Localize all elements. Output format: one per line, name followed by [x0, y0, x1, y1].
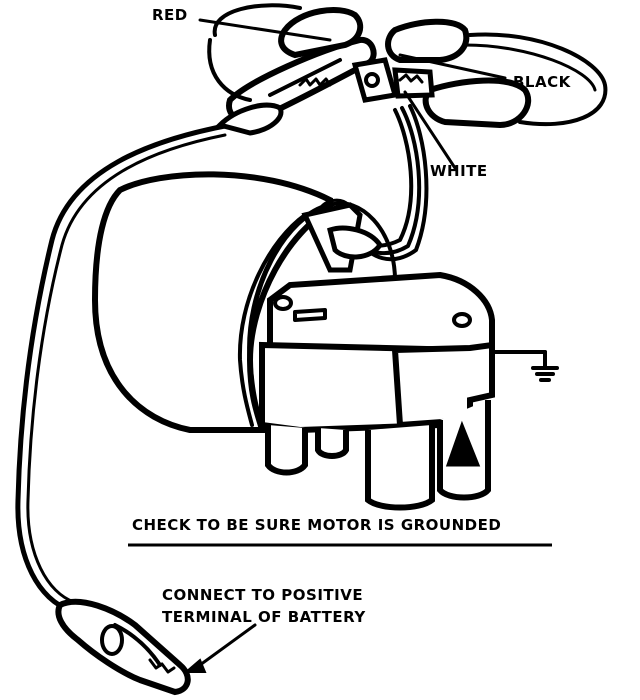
gear-housing [259, 271, 559, 434]
battery-clip-icon [55, 598, 191, 696]
ground-note: CHECK TO BE SURE MOTOR IS GROUNDED [132, 516, 501, 534]
wire-harness [301, 104, 429, 273]
jumper-wires [207, 3, 608, 127]
battery-lead-wire [15, 102, 284, 613]
leader-lines [183, 18, 507, 673]
label-black: BLACK [513, 73, 572, 91]
battery-instruction-line2: TERMINAL OF BATTERY [162, 608, 366, 626]
label-white: WHITE [430, 162, 488, 180]
label-red: RED [152, 6, 188, 24]
ground-symbol-icon [531, 350, 559, 382]
output-shaft [265, 400, 491, 511]
battery-instruction-line1: CONNECT TO POSITIVE [162, 586, 363, 604]
motor-body [91, 171, 397, 433]
connector-block [226, 7, 532, 129]
